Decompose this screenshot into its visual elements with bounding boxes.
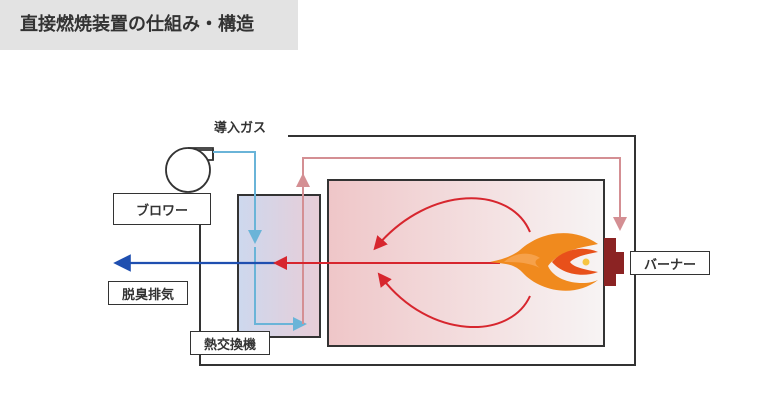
exhaust-label: 脱臭排気 bbox=[108, 281, 188, 305]
heat-exchanger-body bbox=[237, 194, 321, 338]
blower-label: ブロワー bbox=[113, 193, 211, 225]
heat-exchanger-label: 熱交換機 bbox=[190, 331, 270, 355]
hot-gas-upper-curve bbox=[373, 197, 531, 251]
burner-connector bbox=[616, 252, 624, 274]
outer-housing bbox=[199, 135, 636, 366]
inlet-gas-label: 導入ガス bbox=[214, 121, 267, 136]
burner-label: バーナー bbox=[630, 251, 710, 275]
hot-gas-lower-curve bbox=[377, 272, 531, 329]
burner-flame-icon bbox=[490, 233, 598, 291]
preheated-gas-line bbox=[302, 157, 627, 324]
blower-icon bbox=[165, 147, 214, 193]
burner-block bbox=[604, 238, 616, 286]
page-title: 直接燃焼装置の仕組み・構造 bbox=[0, 0, 298, 50]
cool-gas-line bbox=[213, 151, 262, 244]
cool-gas-return-line bbox=[254, 247, 307, 331]
